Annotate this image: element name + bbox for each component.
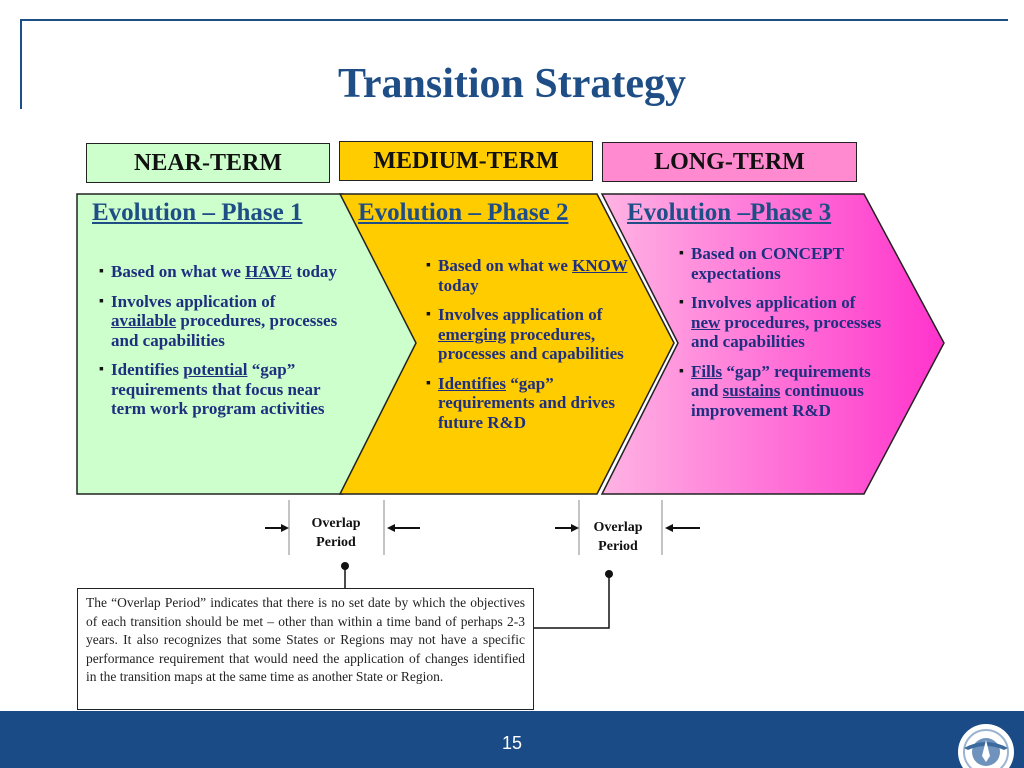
footer-bar: [0, 711, 1024, 768]
phase-2-bullet-1: Based on what we KNOW today: [426, 256, 646, 295]
overlap-2-line1: Overlap: [593, 520, 643, 535]
phase-1-bullet-2: Involves application of available proced…: [99, 292, 344, 351]
overlap-period-1-label: Overlap Period: [301, 514, 371, 552]
phase-3-bullet-3: Fills “gap” requirements and sustains co…: [679, 362, 884, 421]
icao-emblem-icon: [958, 724, 1014, 768]
overlap-2-left-arrowhead: [571, 524, 579, 532]
phase-1-bullet-1: Based on what we HAVE today: [99, 262, 344, 282]
phase-1-bullet-3: Identifies potential “gap” requirements …: [99, 360, 344, 419]
slide-frame-top-line: [20, 19, 1008, 21]
phase-1-bullets: Based on what we HAVE todayInvolves appl…: [99, 262, 344, 429]
overlap-1-line1: Overlap: [311, 516, 361, 531]
overlap-2-line2: Period: [598, 539, 638, 554]
overlap-2-right-arrowhead: [665, 524, 673, 532]
phase-3-bullet-1: Based on CONCEPT expectations: [679, 244, 884, 283]
phase-2-title: Evolution – Phase 2: [358, 199, 569, 226]
phase-2-bullets: Based on what we KNOW todayInvolves appl…: [426, 256, 646, 442]
phase-1-title: Evolution – Phase 1: [92, 199, 303, 226]
phase-3-title: Evolution –Phase 3: [627, 199, 832, 226]
overlap-2-connector: [534, 574, 610, 629]
medium-term-box: MEDIUM-TERM: [339, 141, 593, 181]
overlap-1-right-arrowhead: [387, 524, 395, 532]
overlap-period-2-label: Overlap Period: [583, 518, 653, 556]
overlap-1-line2: Period: [316, 535, 356, 550]
phase-3-bullets: Based on CONCEPT expectationsInvolves ap…: [679, 244, 884, 430]
slide-frame-left-line: [20, 19, 22, 109]
phase-3-bullet-2: Involves application of new procedures, …: [679, 293, 884, 352]
overlap-1-left-arrowhead: [281, 524, 289, 532]
overlap-1-dot: [341, 562, 349, 570]
phase-2-bullet-2: Involves application of emerging procedu…: [426, 305, 646, 364]
near-term-box: NEAR-TERM: [86, 143, 330, 183]
long-term-box: LONG-TERM: [602, 142, 857, 182]
page-number: 15: [501, 733, 523, 753]
overlap-note: The “Overlap Period” indicates that ther…: [77, 588, 534, 710]
slide-title: Transition Strategy: [337, 61, 687, 107]
phase-2-bullet-3: Identifies “gap” requirements and drives…: [426, 374, 646, 433]
